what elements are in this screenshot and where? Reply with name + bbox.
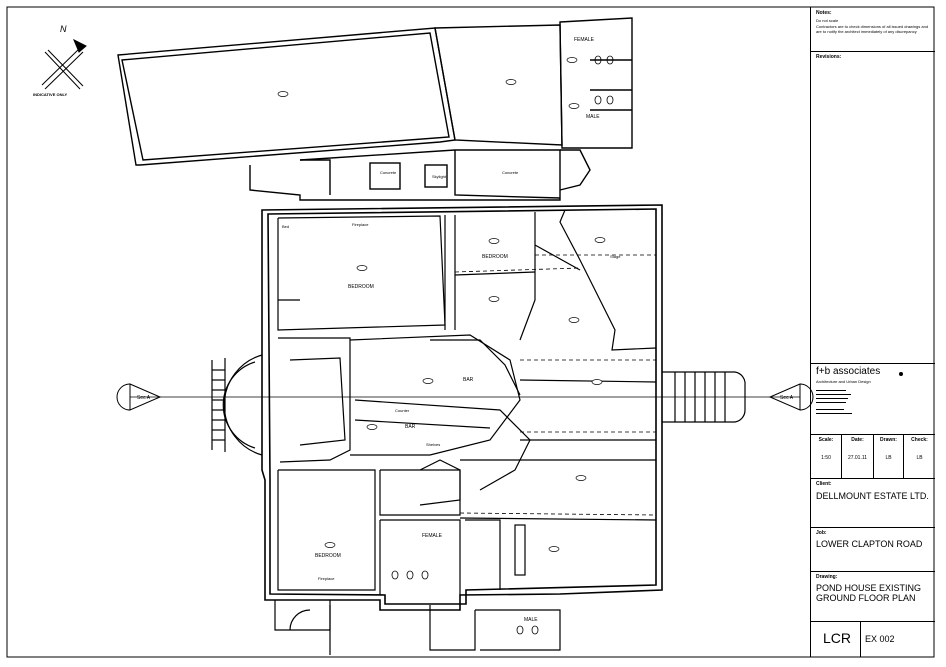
note-contractors: Contractors are to check dimensions of a… (816, 24, 929, 34)
room-label-bedroom-3: BEDROOM (315, 553, 341, 559)
indicative-label: INDICATIVE ONLY (33, 92, 68, 97)
room-label-bedroom-2: BEDROOM (482, 254, 508, 260)
room-label-fireplace-1: Fireplace (352, 222, 369, 227)
room-label-stage: Stage (610, 254, 621, 259)
date-label: Date: (851, 437, 864, 443)
room-label-counter: Counter (395, 408, 410, 413)
section-label-left: Sec A (137, 395, 151, 401)
sanitary-fixtures (391, 55, 614, 635)
room-label-fireplace-2: Fireplace (318, 576, 335, 581)
client-value: DELLMOUNT ESTATE LTD. (816, 491, 929, 501)
room-label-skylight: Skylight (432, 174, 447, 179)
drawing-title-line1: POND HOUSE EXISTING (816, 583, 922, 593)
north-wing (117, 17, 633, 201)
firm-name: f+b associates (816, 366, 881, 377)
room-label-male-2: MALE (524, 617, 538, 623)
section-marker-right (768, 383, 814, 411)
project-code: LCR (823, 630, 852, 646)
interior-walls (277, 209, 657, 595)
note-do-not-scale: Do not scale (816, 18, 839, 23)
room-label-concrete-2: Concrete (502, 170, 519, 175)
room-label-male-1: MALE (586, 114, 600, 120)
firm-contact-lines (816, 387, 856, 427)
client-label: Client: (816, 481, 832, 487)
firm-logo-dot-icon (899, 372, 903, 376)
job-label: Job: (816, 530, 827, 536)
revisions-label: Revisions: (816, 54, 842, 60)
room-label-bar-2: BAR (405, 424, 416, 430)
scale-value: 1:50 (821, 455, 831, 461)
north-arrow-icon (41, 38, 87, 90)
south-entrance (274, 600, 561, 655)
room-label-bar-1: BAR (463, 377, 474, 383)
job-value: LOWER CLAPTON ROAD (816, 539, 923, 549)
west-bay (211, 354, 263, 456)
north-label: N (60, 24, 67, 34)
dashed-lines (454, 254, 657, 516)
check-value: LB (916, 455, 923, 461)
section-marker-left (116, 383, 162, 411)
drawing-title-line2: GROUND FLOOR PLAN (816, 593, 916, 603)
drawing-border (6, 6, 935, 658)
room-label-female-2: FEMALE (422, 533, 443, 539)
drawing-label: Drawing: (816, 574, 838, 580)
scale-label: Scale: (818, 437, 834, 443)
section-label-right: Sec A (780, 395, 794, 401)
room-label-bedroom-1: BEDROOM (348, 284, 374, 290)
room-label-concrete-1: Concrete (380, 170, 397, 175)
notes-label: Notes: (816, 10, 832, 16)
date-value: 27.01.11 (847, 455, 868, 461)
level-markers (277, 57, 606, 552)
drawing-number: EX 002 (865, 634, 895, 644)
drawn-label: Drawn: (880, 437, 897, 443)
room-label-female-1: FEMALE (574, 37, 595, 43)
check-label: Check: (911, 437, 928, 443)
room-label-bed: Bed (282, 224, 289, 229)
firm-tagline: Architecture and Urban Design (816, 379, 871, 384)
room-label-shelves: Shelves (426, 442, 440, 447)
drawn-value: LB (885, 455, 892, 461)
title-block: Notes: Do not scale Contractors are to c… (810, 7, 935, 657)
